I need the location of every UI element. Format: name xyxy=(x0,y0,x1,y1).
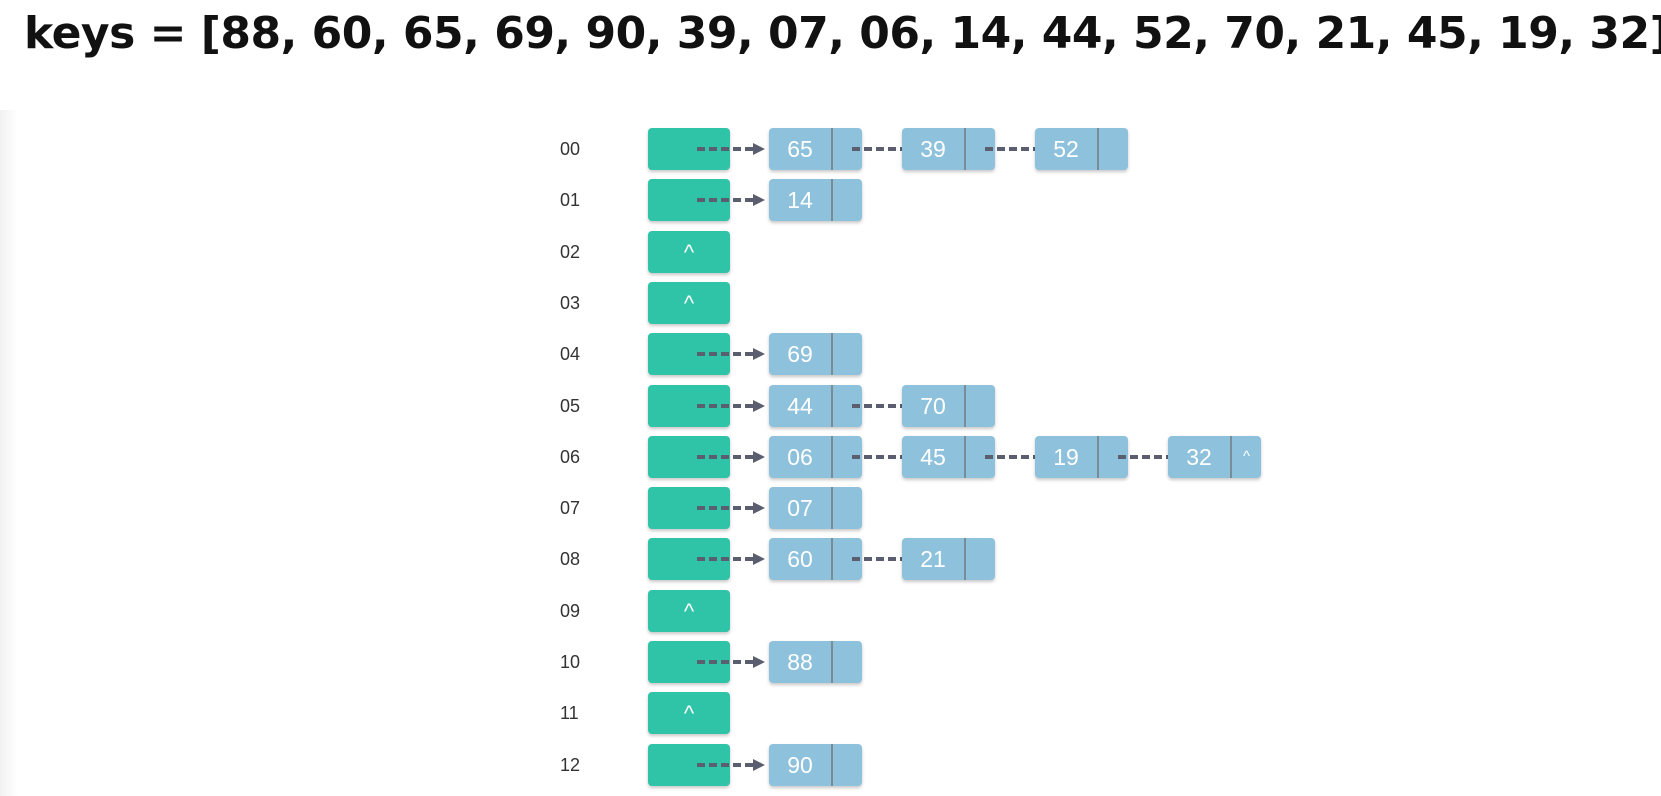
node-separator xyxy=(831,384,833,427)
list-node: 88 xyxy=(769,641,862,683)
node-value: 70 xyxy=(920,392,946,419)
bucket-pointer-arrow xyxy=(697,399,765,412)
bucket-index: 07 xyxy=(560,498,581,519)
node-separator xyxy=(964,384,966,427)
node-separator xyxy=(831,538,833,581)
node-value: 60 xyxy=(787,546,813,573)
bucket-row: 10 88 xyxy=(0,641,1661,683)
node-value: 21 xyxy=(920,546,946,573)
list-node: 07 xyxy=(769,487,862,530)
bucket-pointer-arrow xyxy=(697,143,765,155)
bucket-pointer-arrow xyxy=(697,553,765,566)
bucket-index: 04 xyxy=(560,344,581,365)
bucket-index: 09 xyxy=(560,600,581,621)
node-separator xyxy=(1097,128,1099,170)
node-value: 88 xyxy=(787,649,813,675)
node-separator xyxy=(831,641,833,683)
list-node: 90 xyxy=(769,743,862,786)
list-node: 65 xyxy=(769,128,862,170)
bucket-pointer-arrow xyxy=(697,348,765,361)
bucket-row: 11 ^ xyxy=(0,692,1661,735)
node-value: 39 xyxy=(920,136,946,162)
list-node: 06 xyxy=(769,435,862,478)
node-separator xyxy=(964,435,966,478)
node-separator xyxy=(1097,435,1099,478)
bucket-index: 05 xyxy=(560,395,581,416)
list-node: 19 xyxy=(1035,435,1128,478)
list-node: 44 xyxy=(769,384,862,427)
list-node: 14 xyxy=(769,179,862,222)
bucket-pointer-arrow xyxy=(697,656,765,668)
bucket-slot-null: ^ xyxy=(648,692,730,735)
node-value: 44 xyxy=(787,392,813,419)
bucket-pointer-arrow xyxy=(697,758,765,771)
node-value: 90 xyxy=(787,751,813,778)
bucket-index: 06 xyxy=(560,446,581,467)
node-separator xyxy=(831,128,833,170)
list-node: 52 xyxy=(1035,128,1128,170)
list-node: 45 xyxy=(902,435,995,478)
bucket-slot-null: ^ xyxy=(648,230,730,273)
bucket-row: 02 ^ xyxy=(0,230,1661,273)
bucket-row: 04 69 xyxy=(0,333,1661,376)
node-separator xyxy=(964,128,966,170)
list-node: 39 xyxy=(902,128,995,170)
node-value: 45 xyxy=(920,443,946,470)
bucket-row: 06 06 45 19 32 ^ xyxy=(0,435,1661,478)
node-value: 32 xyxy=(1186,443,1212,470)
bucket-slot-null: ^ xyxy=(648,589,730,632)
node-value: 69 xyxy=(787,341,813,368)
node-separator xyxy=(1230,435,1232,478)
left-shade xyxy=(0,110,18,796)
bucket-row: 07 07 xyxy=(0,487,1661,530)
bucket-row: 09 ^ xyxy=(0,589,1661,632)
node-separator xyxy=(831,179,833,222)
bucket-index: 11 xyxy=(560,703,579,724)
bucket-slot-null: ^ xyxy=(648,281,730,324)
node-separator xyxy=(831,743,833,786)
bucket-pointer-arrow xyxy=(697,502,765,515)
node-separator xyxy=(831,435,833,478)
bucket-index: 08 xyxy=(560,549,581,570)
bucket-row: 03 ^ xyxy=(0,281,1661,324)
bucket-index: 03 xyxy=(560,292,581,313)
list-node: 32 ^ xyxy=(1168,435,1261,478)
bucket-row: 00 65 39 52 xyxy=(0,128,1661,170)
node-value: 52 xyxy=(1053,136,1079,162)
list-node: 69 xyxy=(769,333,862,376)
list-node: 21 xyxy=(902,538,995,581)
bucket-index: 01 xyxy=(560,190,581,211)
bucket-row: 08 60 21 xyxy=(0,538,1661,581)
node-separator xyxy=(964,538,966,581)
node-separator xyxy=(831,487,833,530)
node-separator xyxy=(831,333,833,376)
bucket-index: 12 xyxy=(560,754,581,775)
bucket-pointer-arrow xyxy=(697,450,765,463)
bucket-row: 01 14 xyxy=(0,179,1661,222)
bucket-index: 10 xyxy=(560,652,581,672)
node-value: 07 xyxy=(787,495,813,522)
list-node: 60 xyxy=(769,538,862,581)
bucket-row: 05 44 70 xyxy=(0,384,1661,427)
node-value: 06 xyxy=(787,443,813,470)
list-node: 70 xyxy=(902,384,995,427)
keys-title: keys = [88, 60, 65, 69, 90, 39, 07, 06, … xyxy=(24,8,1661,59)
bucket-row: 12 90 xyxy=(0,743,1661,786)
node-value: 19 xyxy=(1053,443,1079,470)
bucket-index: 00 xyxy=(560,139,581,159)
bucket-index: 02 xyxy=(560,241,581,262)
node-value: 65 xyxy=(787,136,813,162)
node-value: 14 xyxy=(787,187,813,214)
bucket-pointer-arrow xyxy=(697,194,765,207)
node-null-pointer: ^ xyxy=(1242,447,1251,465)
